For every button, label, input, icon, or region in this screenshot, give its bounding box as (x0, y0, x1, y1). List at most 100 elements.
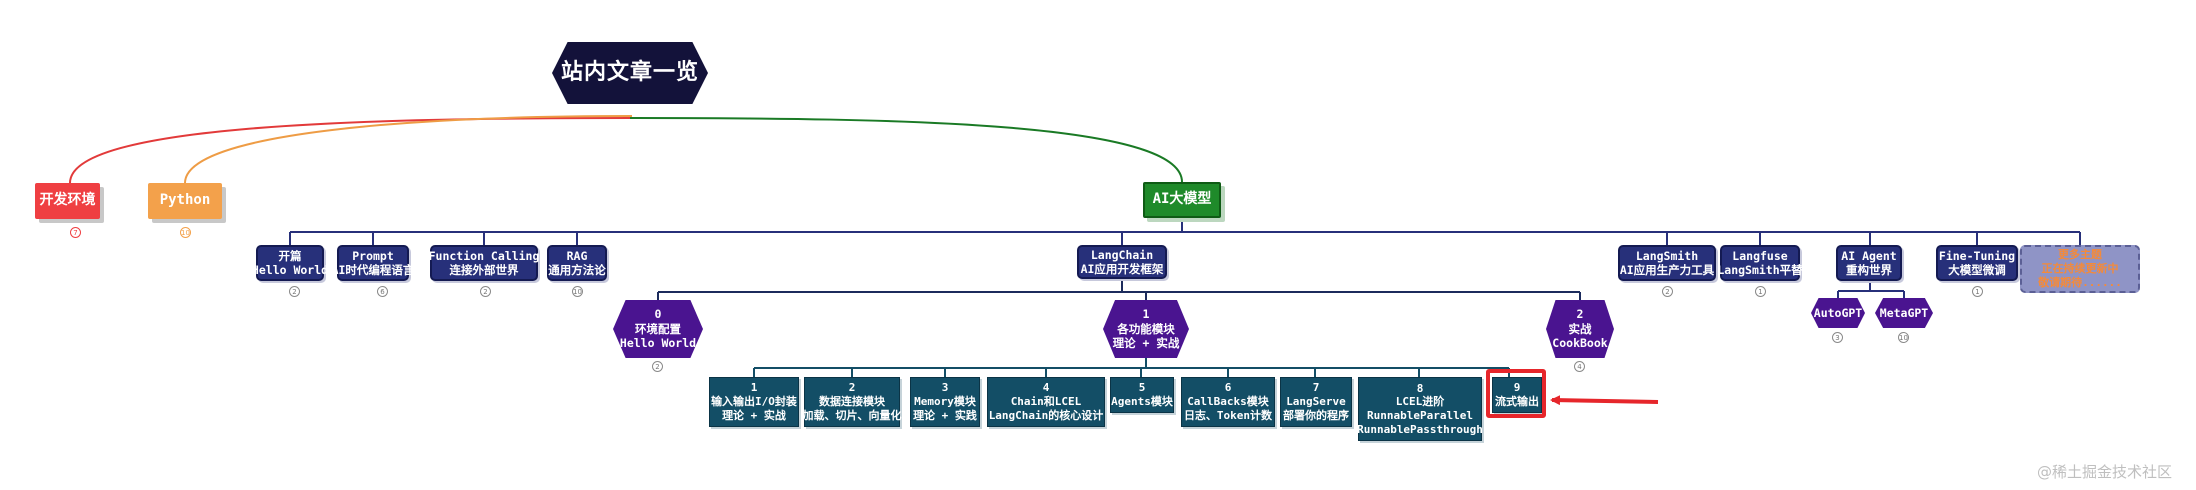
node-langfuse-line1: Langfuse (1732, 248, 1788, 263)
node-metagpt-label: MetaGPT (1879, 305, 1929, 320)
connector-ai-children (289, 218, 2081, 245)
node-prompt[interactable]: Prompt AI时代编程语言 (332, 245, 414, 281)
module-item-6-num: 6 (1224, 381, 1232, 395)
count-badge-start: 2 (289, 286, 300, 297)
node-langsmith-line1: LangSmith (1635, 248, 1699, 263)
connector-langchain-children (657, 279, 1581, 300)
node-more-topics[interactable]: 更多主题 正在持续更新中 敬请期待...... (2020, 245, 2140, 293)
count-badge-env: 2 (652, 361, 663, 372)
module-item-8-num: 8 (1416, 381, 1424, 395)
module-item-3-num: 3 (941, 381, 949, 395)
module-item-6-line2: 日志、Token计数 (1183, 408, 1273, 422)
module-item-4-line2: LangChain的核心设计 (988, 408, 1104, 422)
node-modules[interactable]: 1 各功能模块 理论 + 实战 (1103, 300, 1189, 358)
node-cookbook-line3: CookBook (1552, 336, 1608, 351)
branch-dev-env[interactable]: 开发环境 (35, 183, 100, 219)
count-badge-langsmith: 2 (1662, 286, 1673, 297)
module-item-8[interactable]: 8 LCEL进阶 RunnableParallel RunnablePassth… (1357, 377, 1483, 441)
node-function-calling-line1: Function Calling (428, 248, 540, 263)
node-function-calling-line2: 连接外部世界 (449, 263, 519, 277)
count-badge-python: 10 (180, 227, 191, 238)
root-node[interactable]: 站内文章一览 (552, 42, 708, 104)
highlight-box (1486, 369, 1546, 418)
count-badge-metagpt: 10 (1898, 332, 1909, 343)
watermark: @稀土掘金技术社区 (2036, 463, 2172, 481)
module-item-2-line1: 数据连接模块 (819, 395, 885, 409)
node-more-line2: 正在持续更新中 (2041, 262, 2119, 276)
node-langchain-line2: AI应用开发框架 (1080, 262, 1164, 276)
node-metagpt[interactable]: MetaGPT (1875, 298, 1933, 328)
connector-python (184, 115, 633, 184)
module-item-7-num: 7 (1312, 381, 1320, 395)
module-item-9[interactable]: 9 流式输出 (1492, 377, 1542, 413)
module-item-7-line1: LangServe (1286, 395, 1346, 409)
branch-python-label: Python (159, 192, 211, 209)
module-item-4[interactable]: 4 Chain和LCEL LangChain的核心设计 (987, 377, 1105, 427)
module-item-3[interactable]: 3 Memory模块 理论 + 实践 (910, 377, 980, 427)
module-item-6[interactable]: 6 CallBacks模块 日志、Token计数 (1181, 377, 1275, 427)
node-rag[interactable]: RAG 通用方法论 (547, 245, 607, 281)
node-prompt-line1: Prompt (352, 248, 394, 263)
node-ai-agent-line2: 重构世界 (1846, 263, 1892, 277)
node-env-setup[interactable]: 0 环境配置 Hello World (613, 300, 703, 358)
node-langsmith-line2: AI应用生产力工具 (1619, 263, 1715, 277)
node-modules-line2: 各功能模块 (1117, 321, 1175, 336)
count-badge-rag: 10 (572, 286, 583, 297)
branch-python[interactable]: Python (148, 183, 222, 219)
count-badge-dev-env: 7 (70, 227, 81, 238)
node-env-line2: 环境配置 (635, 321, 681, 336)
node-modules-line1: 1 (1142, 307, 1150, 322)
node-rag-line1: RAG (566, 248, 588, 263)
count-badge-fine-tuning: 1 (1972, 286, 1983, 297)
connector-agent-children (1837, 280, 1905, 298)
module-item-3-line1: Memory模块 (914, 395, 976, 409)
module-item-9-line1: 流式输出 (1495, 395, 1539, 408)
node-langchain[interactable]: LangChain AI应用开发框架 (1077, 245, 1167, 279)
branch-ai[interactable]: AI大模型 (1143, 182, 1221, 218)
module-item-5-line1: Agents模块 (1111, 395, 1173, 408)
module-item-1-line2: 理论 + 实战 (722, 408, 786, 422)
node-cookbook-line1: 2 (1576, 307, 1584, 322)
module-item-2[interactable]: 2 数据连接模块 加载、切片、向量化 (802, 377, 902, 427)
count-badge-function-calling: 2 (480, 286, 491, 297)
count-badge-langfuse: 1 (1755, 286, 1766, 297)
node-ai-agent-line1: AI Agent (1841, 248, 1897, 263)
count-badge-prompt: 6 (377, 286, 388, 297)
module-item-8-line2: RunnableParallel (1367, 409, 1473, 422)
module-item-2-num: 2 (848, 381, 856, 395)
node-langchain-line1: LangChain (1090, 247, 1154, 262)
node-fine-tuning-line1: Fine-Tuning (1938, 248, 2016, 263)
module-item-2-line2: 加载、切片、向量化 (802, 408, 902, 422)
module-item-4-line1: Chain和LCEL (1010, 395, 1082, 409)
node-env-line3: Hello World (619, 336, 697, 351)
node-env-line1: 0 (654, 307, 662, 322)
module-item-4-num: 4 (1042, 381, 1050, 395)
node-modules-line3: 理论 + 实战 (1112, 336, 1180, 351)
node-fine-tuning-line2: 大模型微调 (1948, 263, 2006, 277)
node-langfuse-line2: LangSmith平替 (1717, 263, 1803, 277)
module-item-6-line1: CallBacks模块 (1187, 395, 1269, 409)
node-rag-line2: 通用方法论 (548, 263, 606, 277)
node-more-line3: 敬请期待...... (2038, 275, 2122, 289)
connector-module-items (753, 358, 1510, 377)
node-ai-agent[interactable]: AI Agent 重构世界 (1836, 245, 1902, 281)
module-item-9-num: 9 (1513, 381, 1521, 395)
node-fine-tuning[interactable]: Fine-Tuning 大模型微调 (1936, 245, 2018, 281)
node-start[interactable]: 开篇 Hello World (252, 245, 328, 281)
node-langsmith[interactable]: LangSmith AI应用生产力工具 (1618, 245, 1716, 281)
node-langfuse[interactable]: Langfuse LangSmith平替 (1717, 245, 1803, 281)
module-item-8-line1: LCEL进阶 (1395, 395, 1445, 409)
node-function-calling[interactable]: Function Calling 连接外部世界 (428, 245, 540, 281)
node-start-line1: 开篇 (278, 248, 302, 263)
module-item-7[interactable]: 7 LangServe 部署你的程序 (1280, 377, 1352, 427)
node-autogpt[interactable]: AutoGPT (1811, 298, 1865, 328)
branch-dev-env-label: 开发环境 (39, 192, 96, 209)
node-cookbook[interactable]: 2 实战 CookBook (1546, 300, 1614, 358)
connector-ai (629, 117, 1183, 183)
module-item-5[interactable]: 5 Agents模块 (1110, 377, 1174, 413)
module-item-1-num: 1 (750, 381, 758, 395)
module-item-1[interactable]: 1 输入输出I/O封装 理论 + 实战 (709, 377, 799, 427)
node-more-line1: 更多主题 (2058, 248, 2102, 262)
node-autogpt-label: AutoGPT (1813, 305, 1863, 320)
module-item-3-line2: 理论 + 实践 (913, 408, 977, 422)
